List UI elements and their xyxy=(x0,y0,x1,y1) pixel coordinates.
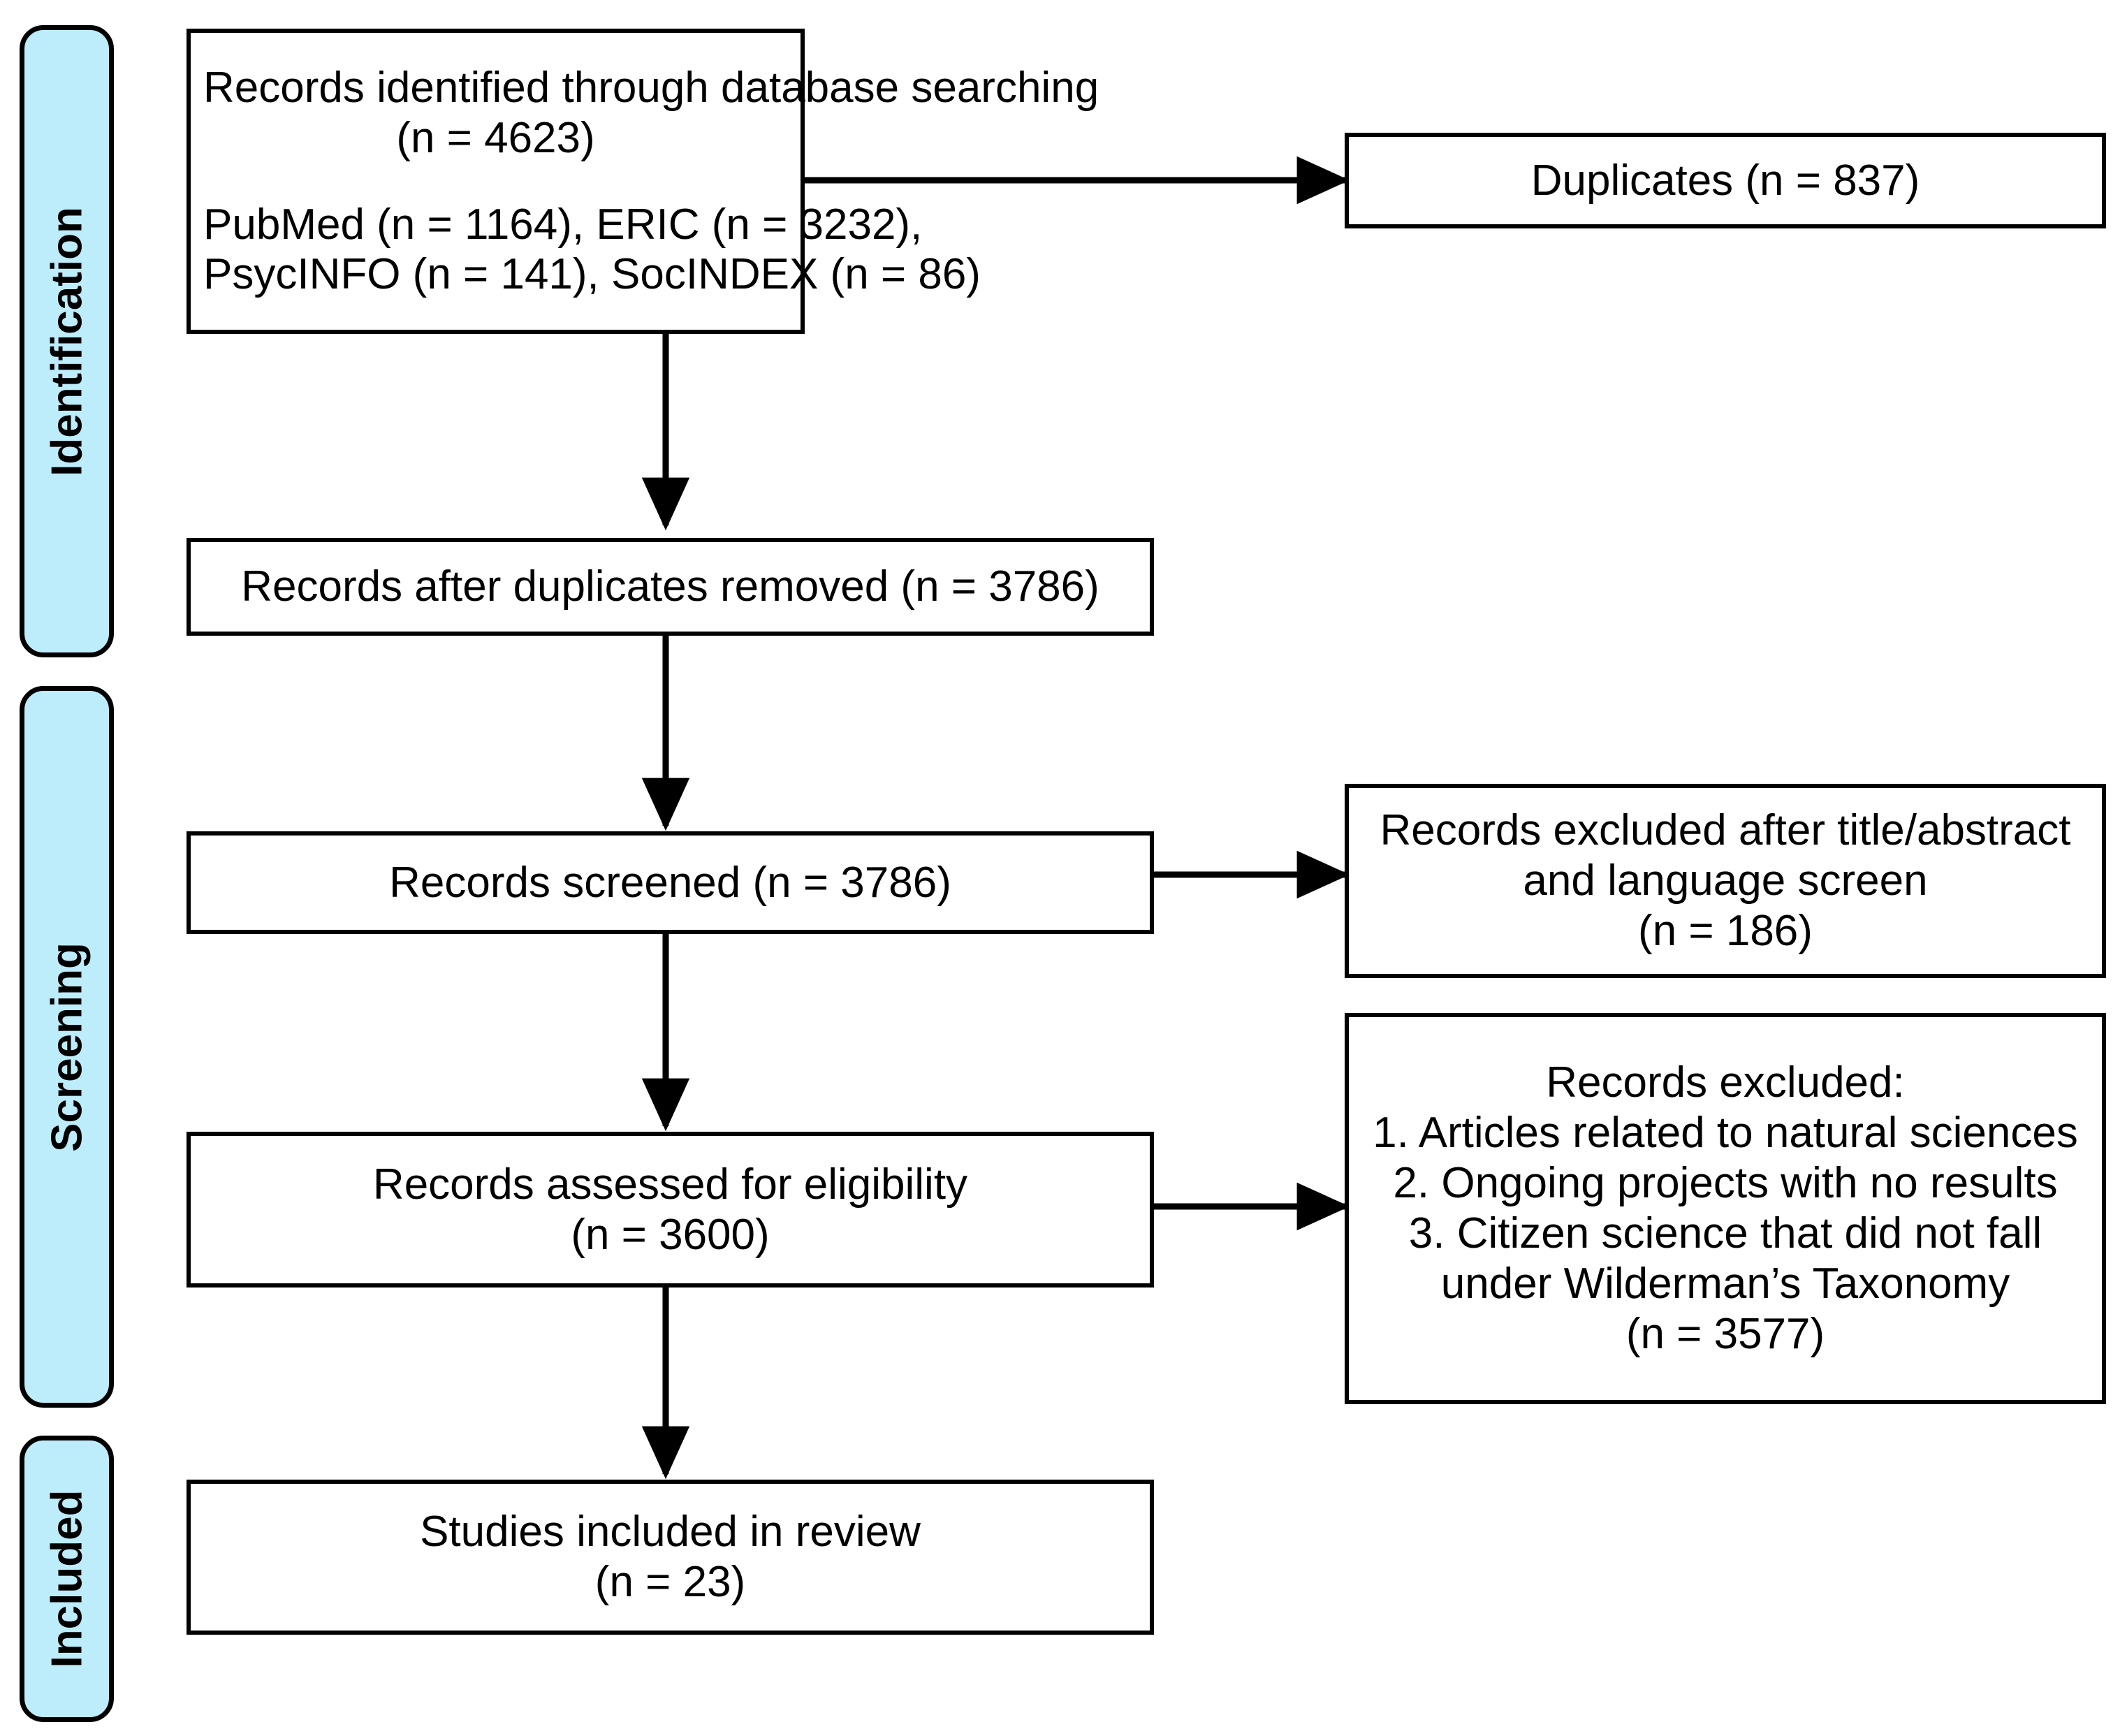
box-line: PsycINFO (n = 141), SocINDEX (n = 86) xyxy=(203,250,981,299)
box-line: 2. Ongoing projects with no results xyxy=(1393,1159,2058,1208)
phase-bar-included: Included xyxy=(20,1436,114,1722)
box-line: (n = 186) xyxy=(1638,906,1813,955)
box-line: Duplicates (n = 837) xyxy=(1530,156,1920,205)
box-line: Records after duplicates removed (n = 37… xyxy=(241,562,1099,611)
box-line-gap xyxy=(203,163,788,200)
box-studies-included-in-review: Studies included in review (n = 23) xyxy=(187,1480,1154,1635)
box-line: Records assessed for eligibility xyxy=(372,1160,968,1209)
box-line: 3. Citizen science that did not fall xyxy=(1408,1209,2042,1257)
box-records-excluded-reasons: Records excluded: 1. Articles related to… xyxy=(1345,1013,2106,1404)
box-records-screened: Records screened (n = 3786) xyxy=(187,831,1154,934)
phase-label-identification: Identification xyxy=(43,206,91,476)
phase-label-included: Included xyxy=(43,1489,91,1668)
box-line: (n = 3577) xyxy=(1625,1309,1825,1358)
box-line: Studies included in review xyxy=(420,1508,921,1556)
box-line: Records excluded: xyxy=(1546,1058,1905,1107)
box-line: Records identified through database sear… xyxy=(203,63,1099,112)
box-records-after-duplicates-removed: Records after duplicates removed (n = 37… xyxy=(187,538,1154,636)
box-line: 1. Articles related to natural sciences xyxy=(1373,1109,2078,1158)
box-line: (n = 3600) xyxy=(571,1210,770,1259)
box-line: Records excluded after title/abstract xyxy=(1380,806,2071,855)
box-line: Records screened (n = 3786) xyxy=(389,858,951,907)
phase-bar-identification: Identification xyxy=(20,25,114,657)
box-line: under Wilderman’s Taxonomy xyxy=(1440,1259,2010,1308)
box-line: (n = 23) xyxy=(594,1558,746,1606)
box-duplicates: Duplicates (n = 837) xyxy=(1345,133,2106,228)
box-records-excluded-title-abstract: Records excluded after title/abstract an… xyxy=(1345,784,2106,978)
phase-label-screening: Screening xyxy=(43,942,91,1152)
box-line: and language screen xyxy=(1523,856,1928,905)
box-line: (n = 4623) xyxy=(396,113,595,162)
box-records-assessed-for-eligibility: Records assessed for eligibility (n = 36… xyxy=(187,1132,1154,1288)
box-records-identified: Records identified through database sear… xyxy=(187,29,1099,334)
box-line: PubMed (n = 1164), ERIC (n = 3232), xyxy=(203,200,923,249)
phase-bar-screening: Screening xyxy=(20,686,114,1408)
